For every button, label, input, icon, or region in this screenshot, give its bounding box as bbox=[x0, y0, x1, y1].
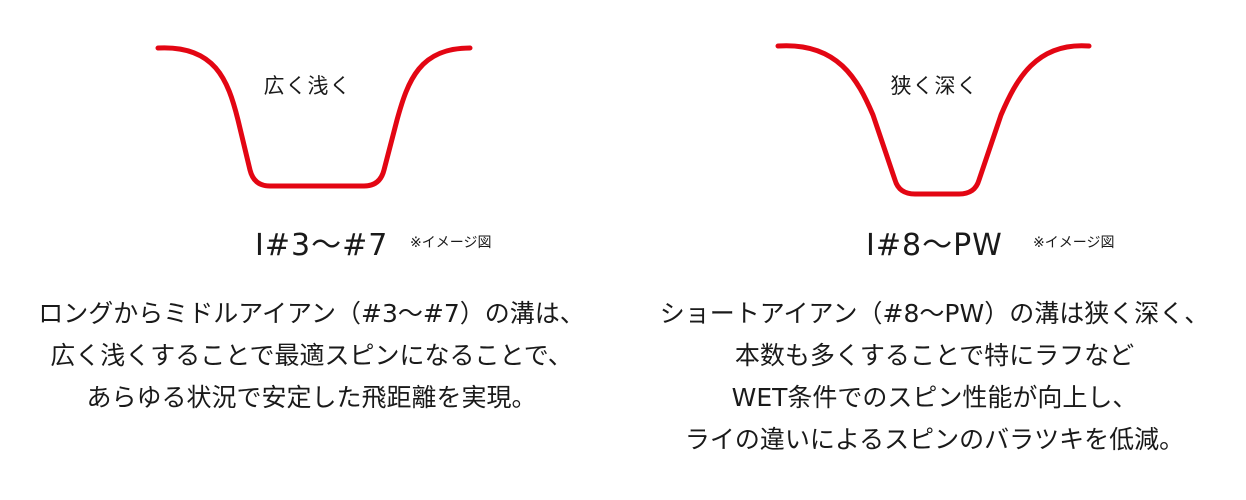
wide-shallow-groove-profile bbox=[155, 45, 473, 189]
right-panel: 狭く深く I#8〜PW ※イメージ図 ショートアイアン（#8〜PW）の溝は狭く深… bbox=[623, 0, 1246, 500]
description-line: ショートアイアン（#8〜PW）の溝は狭く深く、 bbox=[659, 299, 1210, 328]
narrow-deep-groove-diagram bbox=[775, 43, 1092, 197]
description-line: 本数も多くすることで特にラフなど bbox=[734, 341, 1135, 370]
narrow-deep-groove-profile bbox=[775, 43, 1092, 197]
description-line: ライの違いによるスピンのバラツキを低減。 bbox=[684, 425, 1185, 454]
description: ショートアイアン（#8〜PW）の溝は狭く深く、 本数も多くすることで特にラフなど… bbox=[623, 293, 1246, 461]
groove-label: 広く浅く bbox=[263, 74, 352, 98]
description: ロングからミドルアイアン（#3〜#7）の溝は、 広く浅くすることで最適スピンにな… bbox=[0, 293, 623, 419]
groove-label: 狭く深く bbox=[890, 74, 979, 98]
description-line: WET条件でのスピン性能が向上し、 bbox=[731, 383, 1138, 412]
iron-range-label: I#3〜#7 bbox=[255, 228, 389, 263]
left-panel: 広く浅く I#3〜#7 ※イメージ図 ロングからミドルアイアン（#3〜#7）の溝… bbox=[0, 45, 623, 419]
iron-range-label: I#8〜PW bbox=[866, 228, 1003, 263]
image-note: ※イメージ図 bbox=[410, 235, 492, 251]
description-line: ロングからミドルアイアン（#3〜#7）の溝は、 bbox=[38, 299, 585, 328]
image-note: ※イメージ図 bbox=[1033, 235, 1115, 251]
description-line: 広く浅くすることで最適スピンになることで、 bbox=[50, 341, 573, 370]
wide-shallow-groove-diagram bbox=[155, 45, 473, 189]
description-line: あらゆる状況で安定した飛距離を実現。 bbox=[86, 383, 537, 412]
